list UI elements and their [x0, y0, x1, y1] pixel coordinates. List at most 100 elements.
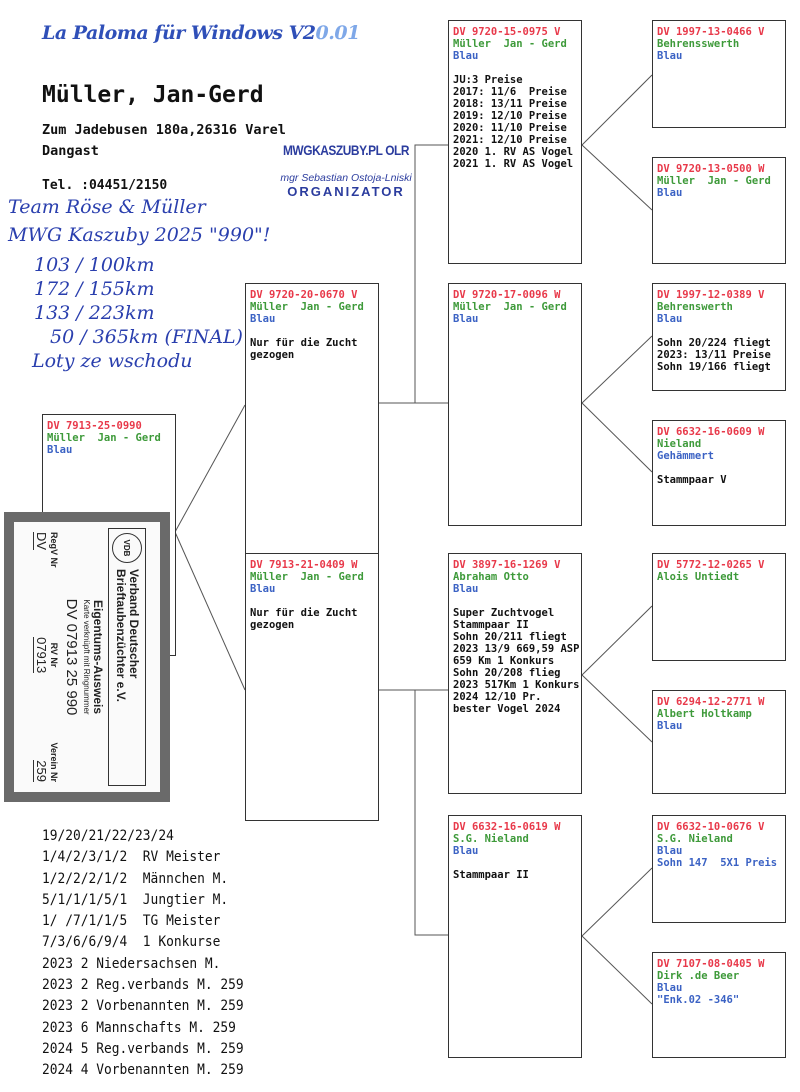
- connector: [581, 935, 653, 1005]
- pedigree-note: gezogen: [250, 349, 295, 361]
- ring-number: DV 5772-12-0265 V: [657, 559, 765, 571]
- pedigree-note: bester Vogel 2024: [453, 703, 561, 715]
- breeder-name: Müller Jan - Gerd: [657, 175, 771, 187]
- plumage-color: Blau: [657, 845, 683, 857]
- ring-number: DV 7913-21-0409 W: [250, 559, 358, 571]
- handwritten-line: 133 / 223km: [34, 302, 155, 324]
- ring-number: DV 9720-20-0670 V: [250, 289, 358, 301]
- ring-number: DV 6632-16-0609 W: [657, 426, 765, 438]
- pedigree-note: Stammpaar II: [453, 869, 529, 881]
- handwritten-line: 50 / 365km (FINAL): [50, 326, 243, 348]
- connector: [581, 144, 653, 211]
- ring-number: DV 9720-15-0975 V: [453, 26, 561, 38]
- achievement-line: 1/4/2/3/1/2 RV Meister: [42, 849, 221, 866]
- ring-number: DV 1997-12-0389 V: [657, 289, 765, 301]
- breeder-name: Abraham Otto: [453, 571, 529, 583]
- achievement-line: 2024 5 Reg.verbands M. 259: [42, 1040, 244, 1057]
- ring-number: DV 6632-10-0676 V: [657, 821, 765, 833]
- card-subtitle: Karte verknüpft mit Ringnummer: [82, 599, 91, 715]
- breeder-name: Behrenswerth: [657, 301, 733, 313]
- achievement-line: 5/1/1/1/5/1 Jungtier M.: [42, 891, 229, 908]
- pedigree-note: Nur für die Zucht: [250, 607, 358, 619]
- pedigree-note: gezogen: [250, 619, 295, 631]
- pedigree-note: 2020 1. RV AS Vogel: [453, 146, 574, 158]
- pedigree-note: 2023 517Km 1 Konkurs: [453, 679, 580, 691]
- pedigree-note: 2023: 13/11 Preise: [657, 349, 771, 361]
- plumage-color: Blau: [453, 845, 479, 857]
- seal-icon: VDB: [112, 533, 142, 563]
- pedigree-note: 2021 1. RV AS Vogel: [453, 158, 574, 170]
- breeder-name: Müller Jan - Gerd: [47, 432, 161, 444]
- achievement-line: 2023 2 Niedersachsen M.: [42, 955, 221, 972]
- achievement-line: 2024 4 Vorbenannten M. 259: [42, 1062, 244, 1079]
- breeder-name: Behrensswerth: [657, 38, 740, 50]
- pedigree-note: 2019: 12/10 Preise: [453, 110, 567, 122]
- ring-number: DV 7107-08-0405 W: [657, 958, 765, 970]
- connector: [581, 335, 653, 404]
- breeder-name: Müller Jan - Gerd: [250, 301, 364, 313]
- breeder-name: Müller Jan - Gerd: [250, 571, 364, 583]
- card-title: Eigentums-Ausweis: [91, 599, 105, 715]
- address-line-1: Zum Jadebusen 180a,26316 Varel: [42, 122, 286, 138]
- achievement-line: 19/20/21/22/23/24: [42, 828, 174, 844]
- connector: [174, 531, 246, 691]
- connector: [581, 74, 653, 146]
- breeder-name: S.G. Nieland: [657, 833, 733, 845]
- connector: [174, 404, 246, 533]
- plumage-color: Blau: [453, 583, 479, 595]
- handwritten-line: 103 / 100km: [34, 254, 155, 276]
- plumage-color: Blau: [250, 583, 276, 595]
- pedigree-note: 2018: 13/11 Preise: [453, 98, 567, 110]
- ring-number: DV 6632-16-0619 W: [453, 821, 561, 833]
- connector: [581, 402, 653, 473]
- pedigree-note: "Enk.02 -346": [657, 994, 740, 1006]
- plumage-color: Gehämmert: [657, 450, 714, 462]
- software-title: La Paloma für Windows V20.01: [42, 22, 360, 44]
- pedigree-note: Sohn 20/211 fliegt: [453, 631, 567, 643]
- achievement-line: 1/ /7/1/1/5 TG Meister: [42, 913, 221, 930]
- address-line-2: Dangast: [42, 143, 99, 159]
- connector: [581, 674, 653, 743]
- breeder-name: Alois Untiedt: [657, 571, 740, 583]
- handwritten-line: MWG Kaszuby 2025 "990"!: [8, 224, 271, 246]
- achievement-line: 2023 6 Mannschafts M. 259: [42, 1019, 236, 1036]
- ring-number: DV 7913-25-0990: [47, 420, 142, 432]
- handwritten-line: 172 / 155km: [34, 278, 155, 300]
- plumage-color: Blau: [657, 720, 683, 732]
- pedigree-note: 2021: 12/10 Preise: [453, 134, 567, 146]
- pedigree-note: Sohn 20/208 flieg: [453, 667, 561, 679]
- achievement-line: 7/3/6/6/9/4 1 Konkurse: [42, 934, 221, 951]
- breeder-name: Nieland: [657, 438, 702, 450]
- plumage-color: Blau: [657, 187, 683, 199]
- connector: [581, 605, 653, 676]
- pedigree-note: Nur für die Zucht: [250, 337, 358, 349]
- breeder-name: S.G. Nieland: [453, 833, 529, 845]
- connector: [378, 144, 448, 404]
- breeder-name: Müller Jan - Gerd: [453, 301, 567, 313]
- organizer-stamp: MWGKASZUBY.PL OLR mgr Sebastian Ostoja-L…: [280, 142, 412, 199]
- pedigree-note: JU:3 Preise: [453, 74, 523, 86]
- owner-phone: Tel. :04451/2150: [42, 178, 168, 193]
- handwritten-line: Team Röse & Müller: [8, 196, 206, 218]
- plumage-color: Blau: [657, 313, 683, 325]
- plumage-color: Blau: [47, 444, 73, 456]
- pedigree-note: 2024 12/10 Pr.: [453, 691, 542, 703]
- pedigree-note: 2023 13/9 669,59 ASP: [453, 643, 580, 655]
- achievement-line: 2023 2 Reg.verbands M. 259: [42, 977, 244, 994]
- connector: [581, 867, 653, 937]
- plumage-color: Blau: [453, 313, 479, 325]
- pedigree-note: 2020: 11/10 Preise: [453, 122, 567, 134]
